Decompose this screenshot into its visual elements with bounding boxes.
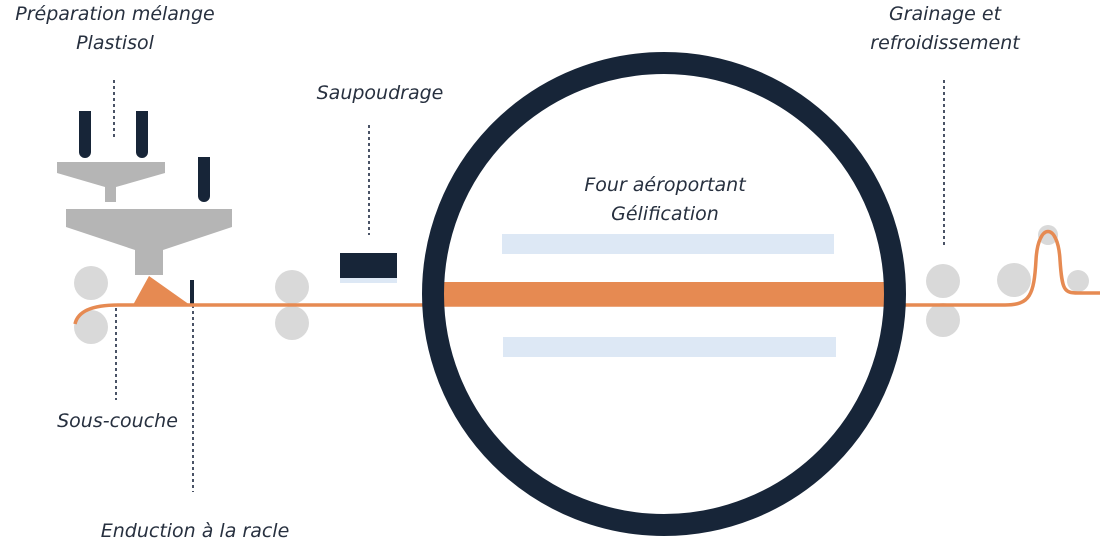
mixing-funnel-small (57, 162, 165, 202)
label-preparation: Préparation mélange Plastisol (0, 0, 230, 58)
powder-spreader (340, 253, 397, 278)
oven-ring (422, 52, 906, 536)
feed-pipe-2 (136, 111, 148, 158)
plastisol-coating (133, 276, 190, 305)
roller (275, 306, 309, 340)
label-saupoudrage: Saupoudrage (316, 82, 444, 104)
label-enduction: Enduction à la racle (100, 520, 290, 542)
roller (926, 264, 960, 298)
roller (997, 263, 1031, 297)
mixing-funnel-large (66, 209, 232, 275)
roller (74, 266, 108, 300)
label-sous-couche: Sous-couche (57, 410, 178, 432)
doctor-blade (190, 280, 194, 305)
roller (74, 310, 108, 344)
label-line: Gélification (611, 203, 719, 225)
oven-heater-top (502, 234, 834, 254)
substrate-web (73, 229, 1100, 325)
label-line: refroidissement (870, 32, 1020, 54)
label-line: Grainage et (888, 3, 1002, 25)
oven-heater-bottom (503, 337, 836, 357)
roller (926, 303, 960, 337)
powder-layer (340, 278, 397, 283)
label-line: Plastisol (76, 32, 154, 54)
label-line: Préparation mélange (15, 3, 215, 25)
label-four: Four aéroportant Gélification (555, 171, 775, 229)
roller (275, 270, 309, 304)
label-line: Four aéroportant (584, 174, 746, 196)
feed-pipe-1 (79, 111, 91, 158)
label-grainage: Grainage et refroidissement (860, 0, 1030, 58)
roller (1038, 225, 1058, 245)
feed-pipe-3 (198, 157, 210, 202)
gelified-web (440, 282, 890, 304)
roller (1067, 270, 1089, 292)
